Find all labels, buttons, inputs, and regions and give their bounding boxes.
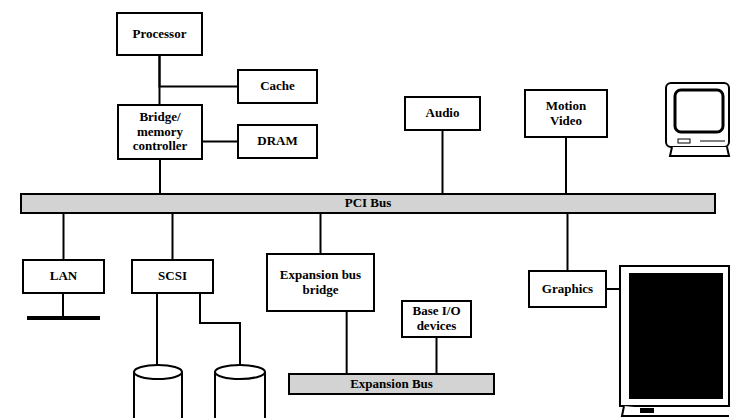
graphics-monitor — [620, 266, 729, 416]
bus-connector — [436, 338, 438, 373]
bus-connector — [203, 141, 237, 143]
disk-drive — [134, 365, 265, 418]
bus-connector — [442, 131, 444, 193]
node-label: Processor — [133, 27, 187, 42]
lan-box: LAN — [22, 259, 105, 294]
node-label: DRAM — [257, 134, 297, 149]
memory-box: DRAM — [237, 124, 318, 159]
bus-connector — [63, 214, 65, 259]
node-label: Base I/O devices — [406, 304, 467, 334]
node-label: Graphics — [542, 282, 593, 297]
node-label: PCI Bus — [345, 196, 392, 211]
bus-connector — [172, 214, 174, 259]
bus-connector — [159, 160, 161, 193]
bus-connector — [565, 138, 567, 193]
processor-box: Processor — [116, 12, 203, 56]
scsi-box: SCSI — [131, 259, 214, 294]
node-label: SCSI — [158, 269, 187, 284]
bus-connector — [160, 56, 238, 87]
node-label: Bridge/ memory controller — [122, 110, 198, 155]
node-label: Cache — [260, 79, 295, 94]
node-label: Audio — [426, 106, 460, 121]
bus-band: Expansion Bus — [288, 373, 495, 395]
bridge-box: Expansion bus bridge — [266, 253, 375, 312]
lan-cable — [27, 294, 100, 318]
video-cable — [607, 288, 620, 290]
node-label: LAN — [50, 269, 77, 284]
node-label: Motion Video — [529, 99, 603, 129]
graphics-box: Graphics — [528, 270, 607, 308]
io-box: Base I/O devices — [401, 300, 472, 338]
cache-box: Cache — [237, 69, 318, 104]
audio-box: Audio — [404, 96, 481, 131]
bridge-box: Bridge/ memory controller — [117, 104, 203, 160]
node-label: Expansion bus bridge — [271, 268, 370, 298]
video-box: Motion Video — [524, 89, 608, 138]
disk-wire — [157, 294, 240, 366]
video-monitor — [666, 83, 729, 156]
node-label: Expansion Bus — [350, 377, 433, 392]
bus-connector — [320, 214, 322, 253]
bus-band: PCI Bus — [20, 193, 716, 214]
bus-connector — [567, 214, 569, 270]
bus-connector — [346, 312, 348, 373]
